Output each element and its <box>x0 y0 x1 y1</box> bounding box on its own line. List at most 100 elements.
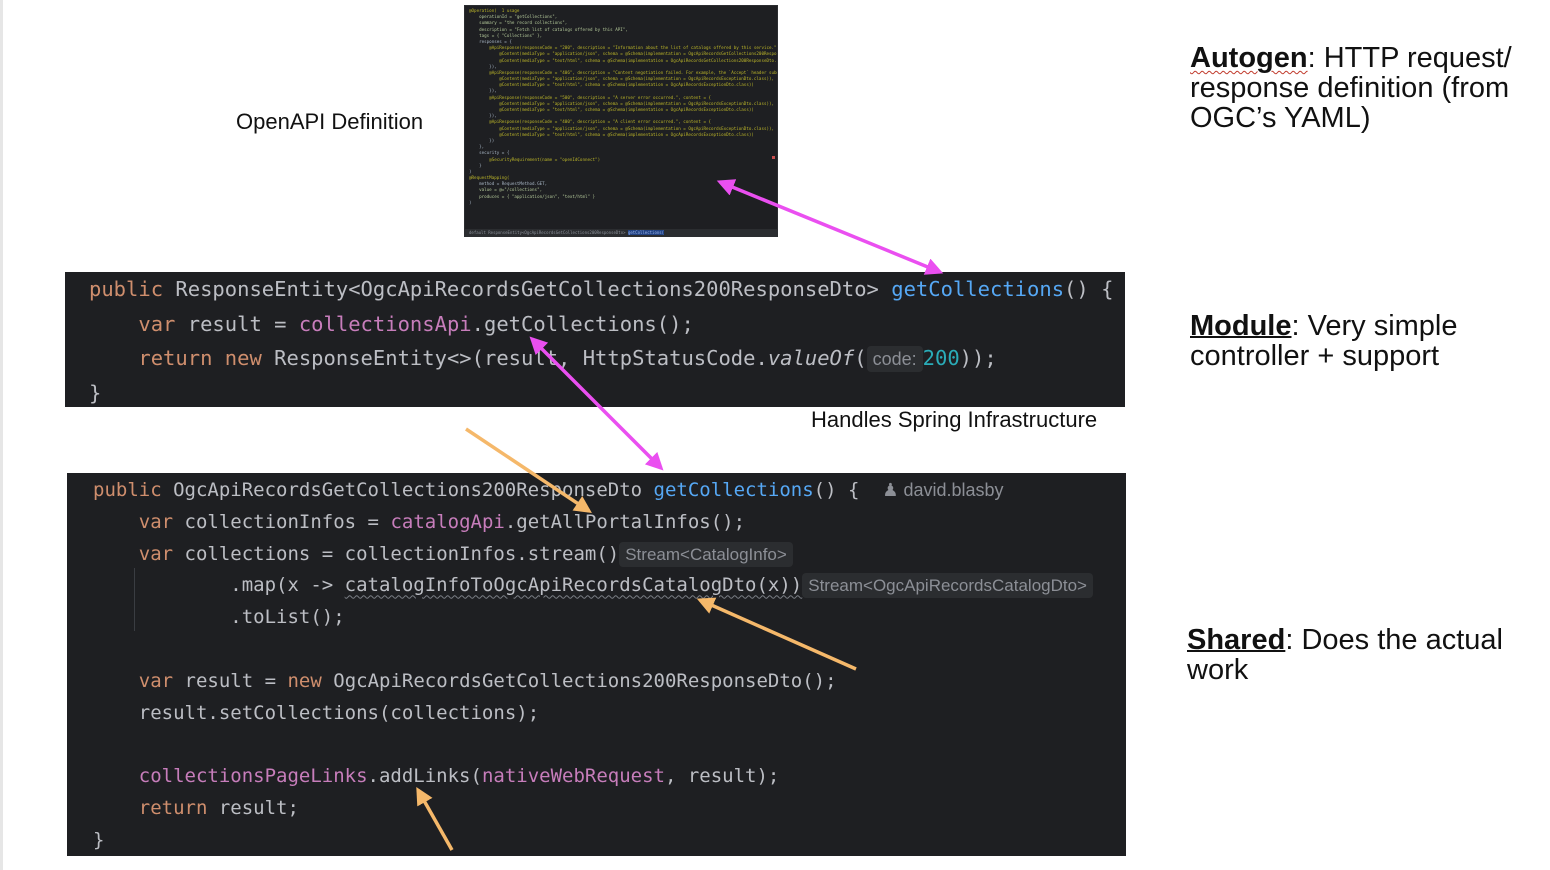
scroll-marker <box>772 156 775 159</box>
code-text: collectionInfos = <box>184 510 391 533</box>
openapi-code-line: @SecurityRequirement(name = "openIdConne… <box>469 156 601 162</box>
openapi-code-line: @RequestMapping( <box>469 175 510 181</box>
type-hint: Stream<CatalogInfo> <box>619 541 793 567</box>
blank-line <box>93 634 1126 666</box>
code-text: )); <box>959 346 997 370</box>
left-edge <box>0 0 3 870</box>
openapi-code-lines: @Operation( 1 usage operationId = "getCo… <box>469 8 778 206</box>
openapi-code-line: @ApiResponse(responseCode = "500", descr… <box>469 94 712 100</box>
openapi-code-line: produces = { "application/json", "text/h… <box>469 193 596 199</box>
method-name: getCollections <box>653 479 814 501</box>
openapi-code-line: operationId = "getCollections", <box>469 14 558 20</box>
code-line: } <box>89 378 1125 413</box>
code-line: collectionsPageLinks.addLinks(nativeWebR… <box>93 761 1126 793</box>
keyword: public <box>89 277 176 301</box>
openapi-code-line: }), <box>469 113 497 119</box>
autogen-line2: response definition (from <box>1190 72 1510 104</box>
code-text: .getCollections(); <box>471 311 694 336</box>
code-text: .addLinks( <box>367 765 482 788</box>
code-text: OgcApiRecordsGetCollections200ResponseDt… <box>333 669 837 692</box>
method-name: valueOf <box>767 346 855 370</box>
keyword: return <box>138 346 225 370</box>
keyword: var <box>138 510 185 533</box>
openapi-code-line: @ApiResponse(responseCode = "406", descr… <box>469 69 778 75</box>
openapi-code-line: @Content(mediaType = "application/json",… <box>469 76 775 82</box>
indent-guide <box>134 568 135 631</box>
openapi-code-line: value = @="/collections", <box>469 187 543 193</box>
openapi-code-line: @Content(mediaType = "application/json",… <box>469 125 775 131</box>
keyword: public <box>93 479 174 501</box>
code-line: return result; <box>93 793 1126 825</box>
openapi-code-line: @Operation( 1 usage <box>469 8 520 13</box>
keyword: var <box>138 542 185 565</box>
controller-code-panel: public ResponseEntity<OgcApiRecordsGetCo… <box>65 272 1125 407</box>
keyword: new <box>287 669 334 692</box>
code-text: () { <box>813 479 860 501</box>
module-keyword: Module <box>1190 310 1292 342</box>
code-text: .getAllPortalInfos(); <box>504 510 746 533</box>
keyword: return <box>138 796 219 819</box>
code-line: var collections = collectionInfos.stream… <box>93 539 1126 571</box>
openapi-code-line: @ApiResponse(responseCode = "400", descr… <box>469 119 712 125</box>
code-text: result = <box>187 311 299 336</box>
return-type: ResponseEntity<OgcApiRecordsGetCollectio… <box>175 277 892 301</box>
number-literal: 200 <box>922 346 960 370</box>
code-text: .toList(); <box>230 606 345 629</box>
code-text: () { <box>1064 277 1114 301</box>
code-line: .toList(); <box>93 602 1126 634</box>
openapi-code-line: }), <box>469 88 497 94</box>
author-name: david.blasby <box>903 480 1004 500</box>
shared-line1: : Does the actual <box>1285 624 1503 656</box>
shared-line2: work <box>1187 654 1249 686</box>
code-text: result = <box>184 669 288 692</box>
code-text: } <box>93 828 105 851</box>
code-line: public OgcApiRecordsGetCollections200Res… <box>93 475 1126 507</box>
openapi-code-line: security = { <box>469 150 510 156</box>
method-name: getCollections <box>891 277 1065 301</box>
field-name: nativeWebRequest <box>481 765 665 788</box>
spring-infrastructure-caption: Handles Spring Infrastructure <box>811 407 1098 432</box>
module-line1: : Very simple <box>1291 310 1458 342</box>
code-line: public ResponseEntity<OgcApiRecordsGetCo… <box>89 274 1125 309</box>
parameter-hint: code: <box>866 346 923 372</box>
openapi-code-line: @Content(mediaType = "text/html", schema… <box>469 131 754 137</box>
openapi-code-line: }), <box>469 63 497 69</box>
code-text: } <box>89 380 102 405</box>
autogen-note: Autogen: HTTP request/ response definiti… <box>1190 43 1512 133</box>
code-line: .map(x -> catalogInfoToOgcApiRecordsCata… <box>93 570 1126 602</box>
author-annotation: ♟ david.blasby <box>882 480 1003 500</box>
module-line2: controller + support <box>1190 340 1440 372</box>
autogen-line3: OGC’s YAML) <box>1190 102 1371 134</box>
keyword: var <box>138 669 185 692</box>
openapi-code-line: summary = "the record collections", <box>469 20 568 26</box>
openapi-code-line: }, <box>469 144 485 150</box>
autogen-line1: : HTTP request/ <box>1307 42 1512 74</box>
shared-keyword: Shared <box>1187 624 1286 656</box>
openapi-code-line: }) <box>469 137 495 143</box>
keyword: var <box>138 311 188 336</box>
openapi-definition-screenshot: @Operation( 1 usage operationId = "getCo… <box>464 5 778 237</box>
code-line: var result = collectionsApi.getCollectio… <box>89 309 1125 344</box>
openapi-code-line: @Content(mediaType = "text/html", schema… <box>469 82 754 88</box>
openapi-definition-caption: OpenAPI Definition <box>236 109 424 134</box>
shared-note: Shared: Does the actual work <box>1187 625 1503 685</box>
code-text: ResponseEntity<>(result, HttpStatusCode. <box>274 346 768 370</box>
openapi-footer: default ResponseEntity<OgcApiRecordsGetC… <box>465 229 777 236</box>
type-hint: Stream<OgcApiRecordsCatalogDto> <box>802 573 1093 599</box>
field-name: catalogApi <box>390 510 505 533</box>
code-line: result.setCollections(collections); <box>93 698 1126 730</box>
openapi-code-line: @ApiResponse(responseCode = "200", descr… <box>469 45 778 51</box>
autogen-keyword: Autogen <box>1190 42 1308 74</box>
footer-signature: default ResponseEntity<OgcApiRecordsGetC… <box>469 230 628 235</box>
code-text: , result); <box>664 765 780 788</box>
openapi-code-line: @Content(mediaType = "application/json",… <box>469 51 778 57</box>
module-note: Module: Very simple controller + support <box>1190 311 1458 371</box>
openapi-code-line: responses = { <box>469 38 512 44</box>
openapi-code-line: method = RequestMethod.GET, <box>469 181 548 187</box>
code-line: var result = new OgcApiRecordsGetCollect… <box>93 666 1126 698</box>
openapi-code-line: tags = { "Collections" }, <box>469 32 543 38</box>
code-line: } <box>93 825 1126 857</box>
blank-line <box>93 729 1126 761</box>
field-name: collectionsPageLinks <box>138 765 368 788</box>
openapi-code-line: description = "Fetch list of catalogs of… <box>469 26 628 32</box>
